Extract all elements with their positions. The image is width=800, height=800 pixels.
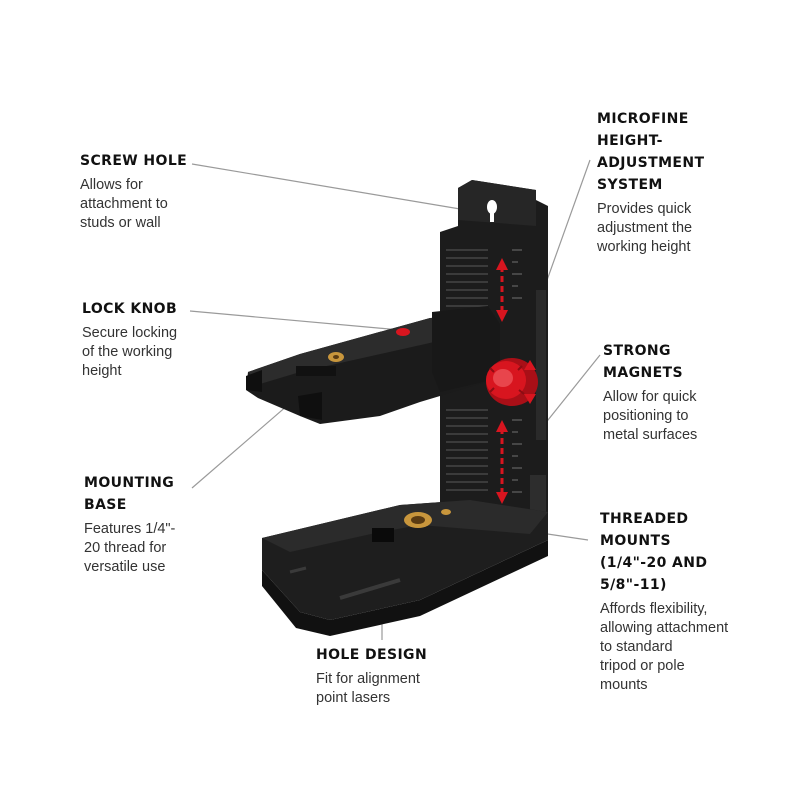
callout-title: MICROFINE HEIGHT- ADJUSTMENT SYSTEM	[597, 111, 705, 193]
callout-title: LOCK KNOB	[82, 301, 178, 317]
leader-strong-magnets	[539, 354, 601, 431]
callout-screw-hole: SCREW HOLE Allows for attachment to stud…	[80, 150, 230, 233]
callout-text: Affords flexibility, allowing attachment…	[600, 601, 729, 693]
callout-text: Provides quick adjustment the working he…	[597, 201, 693, 255]
base-plate	[262, 500, 548, 636]
callout-text: Allows for attachment to studs or wall	[80, 177, 168, 231]
height-arrows	[496, 258, 536, 504]
callout-mounting-base: MOUNTING BASE Features 1/4"- 20 thread f…	[84, 472, 234, 577]
lock-knob	[396, 328, 410, 336]
magnet-strip	[536, 290, 546, 440]
callout-text: Fit for alignment point lasers	[316, 671, 420, 706]
callout-strong-magnets: STRONG MAGNETS Allow for quick positioni…	[603, 340, 783, 445]
callout-title: SCREW HOLE	[80, 153, 188, 169]
callout-title: MOUNTING BASE	[84, 475, 175, 513]
callout-microfine: MICROFINE HEIGHT- ADJUSTMENT SYSTEM Prov…	[597, 108, 777, 257]
leader-lock-knob	[189, 310, 401, 331]
callout-text: Allow for quick positioning to metal sur…	[603, 389, 698, 443]
callout-lock-knob: LOCK KNOB Secure locking of the working …	[82, 298, 232, 381]
callout-hole-design: HOLE DESIGN Fit for alignment point lase…	[316, 644, 486, 708]
callout-text: Secure locking of the working height	[82, 325, 178, 379]
screw-hole	[487, 200, 497, 214]
callout-title: HOLE DESIGN	[316, 647, 428, 663]
callout-threaded-mounts: THREADED MOUNTS (1/4"-20 AND 5/8"-11) Af…	[600, 508, 795, 695]
callout-title: THREADED MOUNTS (1/4"-20 AND 5/8"-11)	[600, 511, 708, 593]
callout-title: STRONG MAGNETS	[603, 343, 683, 381]
leader-screw-hole	[191, 163, 485, 214]
alignment-hole	[372, 528, 394, 542]
callout-text: Features 1/4"- 20 thread for versatile u…	[84, 521, 176, 575]
mounting-arm	[246, 306, 500, 424]
